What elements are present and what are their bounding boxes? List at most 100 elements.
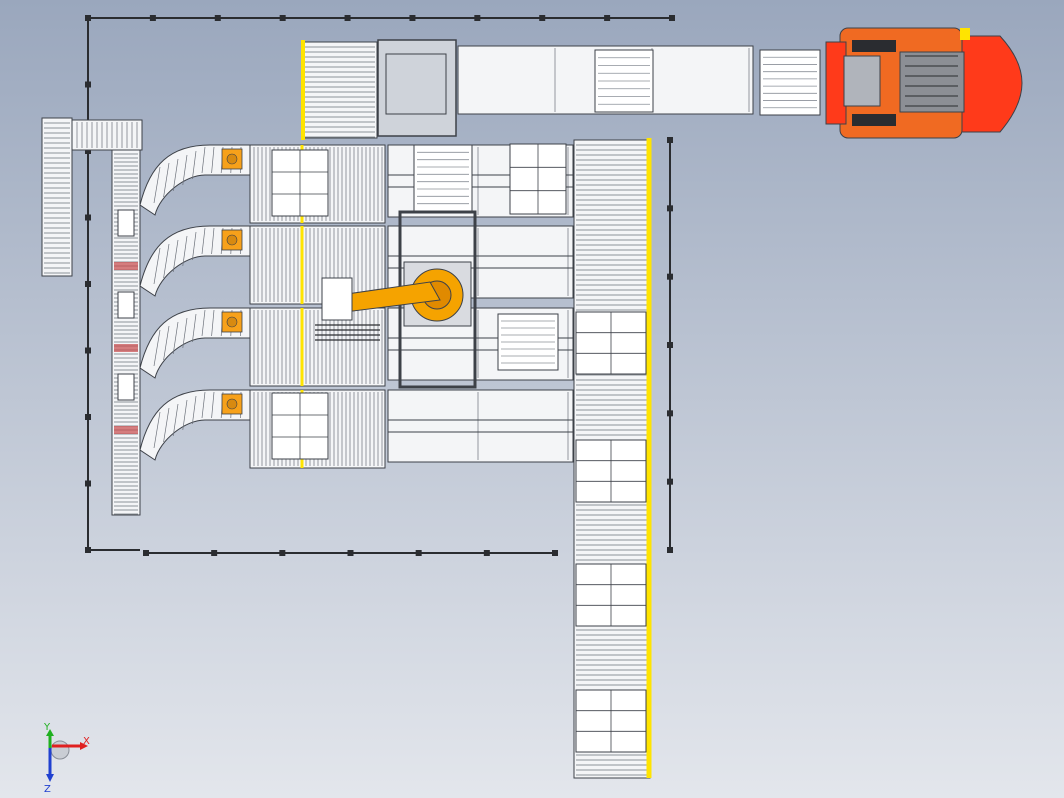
robot-gripper <box>321 277 353 321</box>
accumulation-conveyor <box>111 149 141 516</box>
roller <box>153 329 161 367</box>
top-pallet-line <box>301 39 821 140</box>
safety-fence <box>85 15 675 556</box>
carriage <box>843 55 881 107</box>
curve-conveyor-2 <box>139 225 386 305</box>
fence-post <box>143 550 149 556</box>
fence-post <box>85 414 91 420</box>
station-conveyor-frame <box>249 225 386 305</box>
fence-post <box>415 550 422 556</box>
fence-post <box>669 15 675 21</box>
carton <box>117 291 135 319</box>
roller <box>211 391 215 419</box>
fence-post <box>214 15 221 21</box>
fence-post <box>85 148 91 154</box>
x-axis-label: X <box>83 736 90 747</box>
carton <box>117 209 135 237</box>
roller <box>182 154 188 186</box>
triad-origin <box>50 740 70 760</box>
roller <box>163 325 170 361</box>
fence-post <box>279 15 286 21</box>
warning-light <box>960 28 970 40</box>
z-axis-label: Z <box>44 784 51 795</box>
driver-cab <box>899 51 965 113</box>
accumulation-frame <box>111 149 141 516</box>
roller <box>211 227 215 255</box>
diverter-wheel <box>226 316 238 328</box>
fence-post <box>474 15 481 21</box>
roller <box>192 150 197 180</box>
pallet-to-forklift <box>759 49 821 116</box>
fence-post <box>344 15 351 21</box>
curve-conveyor-3 <box>139 307 386 387</box>
diverter-wheel <box>226 153 238 165</box>
front-wheel <box>852 40 896 52</box>
fence-post <box>539 15 546 21</box>
roller <box>172 403 179 437</box>
dispenser-inner <box>385 53 447 115</box>
forklift <box>825 27 1023 139</box>
fence-post <box>667 273 673 280</box>
coordinate-triad: X Y Z <box>43 722 90 795</box>
fence-post <box>347 550 354 556</box>
diverter-wheel <box>226 398 238 410</box>
counterweight <box>959 35 1023 133</box>
roller <box>192 313 197 343</box>
pallet-outfeed-conveyor <box>573 138 652 779</box>
station-bay-4-frame <box>387 389 574 463</box>
fence-post <box>409 15 416 21</box>
station-conveyor-frame <box>249 307 386 387</box>
roller <box>153 166 161 204</box>
roller <box>153 247 161 285</box>
fence-post <box>667 547 673 553</box>
pallet-stations <box>387 143 574 463</box>
fence-post <box>85 214 91 221</box>
stop-gate <box>114 344 138 352</box>
fence-post <box>667 410 673 417</box>
top-left-conveyor-frame <box>301 41 378 139</box>
y-axis-head <box>46 729 54 736</box>
curve-conveyors <box>139 144 386 469</box>
pallet-dispenser <box>377 39 457 137</box>
roller <box>192 395 197 425</box>
roller <box>182 399 188 431</box>
fence-post <box>211 550 218 556</box>
fence-post <box>667 342 673 348</box>
fence-post <box>552 550 558 556</box>
infeed-conveyor <box>41 117 143 277</box>
fence-post <box>279 550 286 556</box>
fence-post <box>483 550 490 556</box>
roller <box>192 231 197 261</box>
diverter-wheel <box>226 234 238 246</box>
fence-post <box>667 205 673 212</box>
front-wheel <box>852 114 896 126</box>
fence-post <box>85 81 91 88</box>
y-axis-label: Y <box>43 722 51 733</box>
fence-post <box>85 347 91 354</box>
fence-post <box>85 547 91 553</box>
roller <box>201 146 206 174</box>
fence-post <box>667 478 673 485</box>
fence-post <box>667 137 673 143</box>
roller <box>163 243 170 279</box>
carton <box>117 373 135 401</box>
fence-post <box>149 15 156 21</box>
z-axis-head <box>46 774 54 782</box>
bay-rail <box>387 255 574 269</box>
mast <box>825 41 847 125</box>
roller <box>182 317 188 349</box>
roller <box>201 391 206 419</box>
roller <box>163 162 170 198</box>
stop-gate <box>114 426 138 434</box>
fence-post <box>85 281 91 287</box>
roller <box>153 411 161 449</box>
roller <box>163 407 170 443</box>
roller <box>172 239 179 273</box>
bay-rail <box>387 337 574 351</box>
palletizing-robot <box>315 210 477 389</box>
fence-post <box>85 480 91 487</box>
bay-rail <box>387 174 574 188</box>
roller <box>211 309 215 337</box>
roller <box>211 146 215 174</box>
